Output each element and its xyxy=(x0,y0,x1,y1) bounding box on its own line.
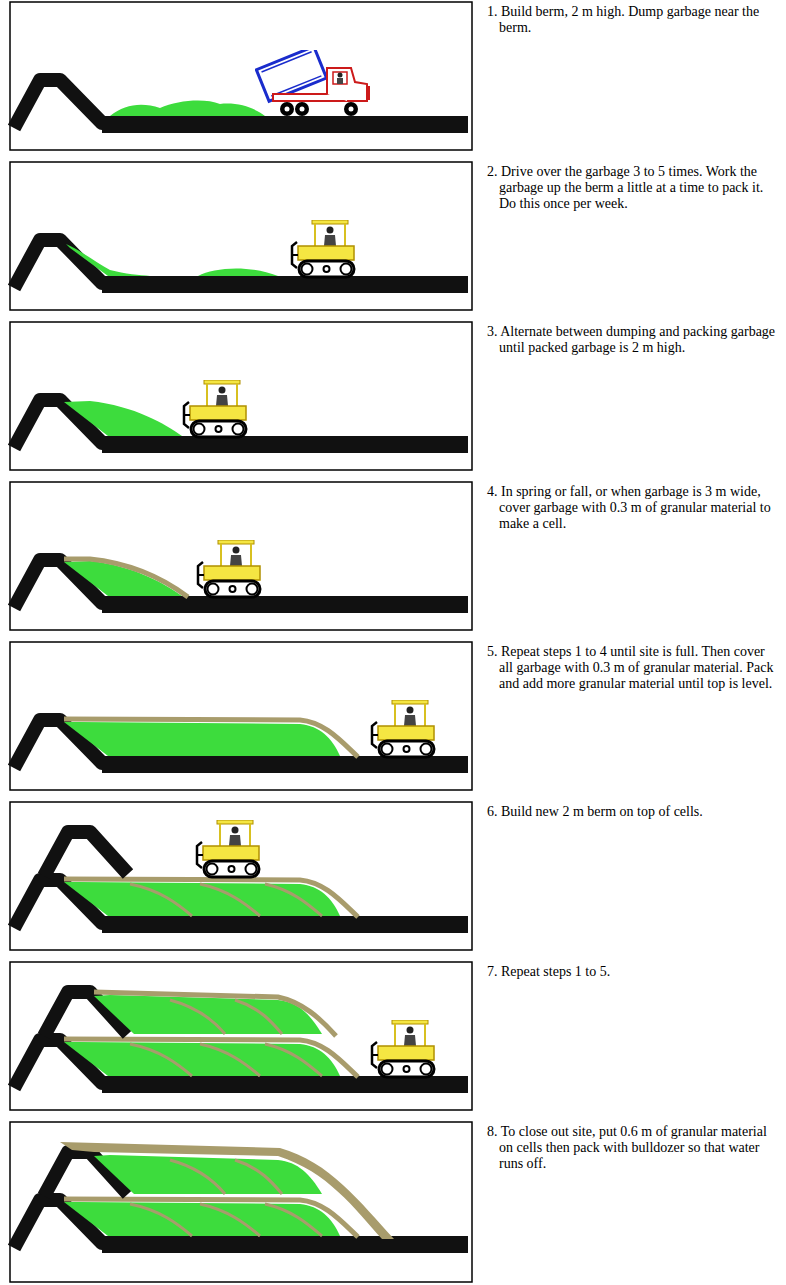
panel-frame xyxy=(10,1122,472,1282)
panel-frame xyxy=(10,322,472,470)
cell-line xyxy=(170,1160,282,1194)
panel-frame xyxy=(10,162,472,310)
panel xyxy=(10,962,472,1110)
panel-frame xyxy=(10,642,472,790)
dump-truck xyxy=(256,47,369,116)
bulldozer xyxy=(198,540,260,597)
cell-line xyxy=(130,1204,322,1236)
berm-ground xyxy=(14,880,468,933)
cover-material xyxy=(64,1039,358,1077)
panel xyxy=(10,642,472,790)
garbage xyxy=(64,882,340,916)
cell-line xyxy=(130,1044,322,1076)
step-text: 4. In spring or fall, or when garbage is… xyxy=(487,484,779,532)
panel xyxy=(10,802,472,950)
cover-material xyxy=(94,992,336,1036)
panel xyxy=(10,1122,472,1282)
bulldozer xyxy=(292,220,354,277)
panel-frame xyxy=(10,802,472,950)
panel xyxy=(10,2,472,150)
garbage xyxy=(64,401,182,436)
cell-line xyxy=(170,1000,282,1034)
garbage xyxy=(64,722,340,756)
panel-frame xyxy=(10,2,472,150)
garbage xyxy=(110,101,265,116)
panel-frame xyxy=(10,482,472,630)
panel xyxy=(10,162,472,310)
bulldozer xyxy=(197,820,259,877)
berm-ground xyxy=(14,80,468,133)
cover-material xyxy=(64,1199,358,1237)
step-text: 3. Alternate between dumping and packing… xyxy=(487,324,779,356)
step-text: 7. Repeat steps 1 to 5. xyxy=(487,964,779,980)
garbage xyxy=(94,1155,322,1194)
step-text: 6. Build new 2 m berm on top of cells. xyxy=(487,804,779,820)
panel xyxy=(10,322,472,470)
panel-frame xyxy=(10,962,472,1110)
step-text: 5. Repeat steps 1 to 4 until site is ful… xyxy=(487,644,779,692)
step-text: 8. To close out site, put 0.6 m of granu… xyxy=(487,1124,779,1172)
panel xyxy=(10,482,472,630)
garbage xyxy=(66,244,150,276)
garbage xyxy=(198,268,278,276)
bulldozer xyxy=(372,700,434,757)
garbage xyxy=(64,1042,340,1076)
bulldozer xyxy=(184,380,246,437)
cover-material xyxy=(64,559,188,597)
step-text: 2. Drive over the garbage 3 to 5 times. … xyxy=(487,164,779,212)
final-cover xyxy=(60,1142,394,1239)
garbage xyxy=(64,1202,340,1236)
cell-line xyxy=(130,884,322,916)
berm-ground xyxy=(14,240,468,293)
bulldozer xyxy=(372,1020,434,1077)
step-text: 1. Build berm, 2 m high. Dump garbage ne… xyxy=(487,4,779,36)
cover-material xyxy=(64,719,358,757)
cover-material xyxy=(64,879,358,917)
new-berm xyxy=(44,832,128,876)
berm-ground xyxy=(14,1200,468,1253)
